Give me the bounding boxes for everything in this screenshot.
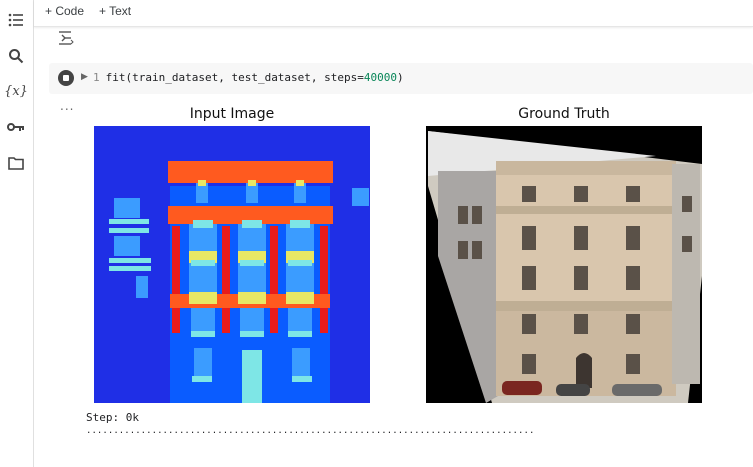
code-line[interactable]: 1 fit(train_dataset, test_dataset, steps=… [93, 71, 404, 84]
chevron-right-icon[interactable]: ▶ [81, 72, 88, 82]
add-code-button[interactable]: + Code [45, 4, 85, 18]
table-of-contents-icon[interactable] [6, 10, 26, 30]
progress-dots: ........................................… [86, 426, 535, 436]
ground-truth-title: Ground Truth [518, 106, 610, 122]
notebook-toolbar: + Code + Text [34, 0, 753, 27]
search-icon[interactable] [6, 46, 26, 66]
left-sidebar: {x} [0, 0, 34, 467]
collapse-output-icon[interactable] [57, 30, 75, 46]
add-text-button[interactable]: + Text [99, 4, 132, 18]
key-icon[interactable] [6, 117, 26, 137]
step-label: Step: 0k [86, 411, 139, 424]
stop-execution-button[interactable] [58, 70, 74, 86]
code-number: 40000 [363, 71, 398, 84]
input-image-title: Input Image [189, 106, 275, 122]
ground-truth-image [426, 126, 702, 403]
code-text: fit(train_dataset, test_dataset, steps= [105, 71, 364, 84]
code-suffix: ) [397, 71, 404, 84]
input-image [94, 126, 370, 403]
variables-icon[interactable]: {x} [4, 83, 28, 99]
line-number: 1 [93, 71, 100, 84]
output-more-icon[interactable]: ... [60, 99, 75, 113]
folder-icon[interactable] [6, 153, 26, 173]
code-cell[interactable]: ▶ 1 fit(train_dataset, test_dataset, step… [49, 63, 753, 94]
